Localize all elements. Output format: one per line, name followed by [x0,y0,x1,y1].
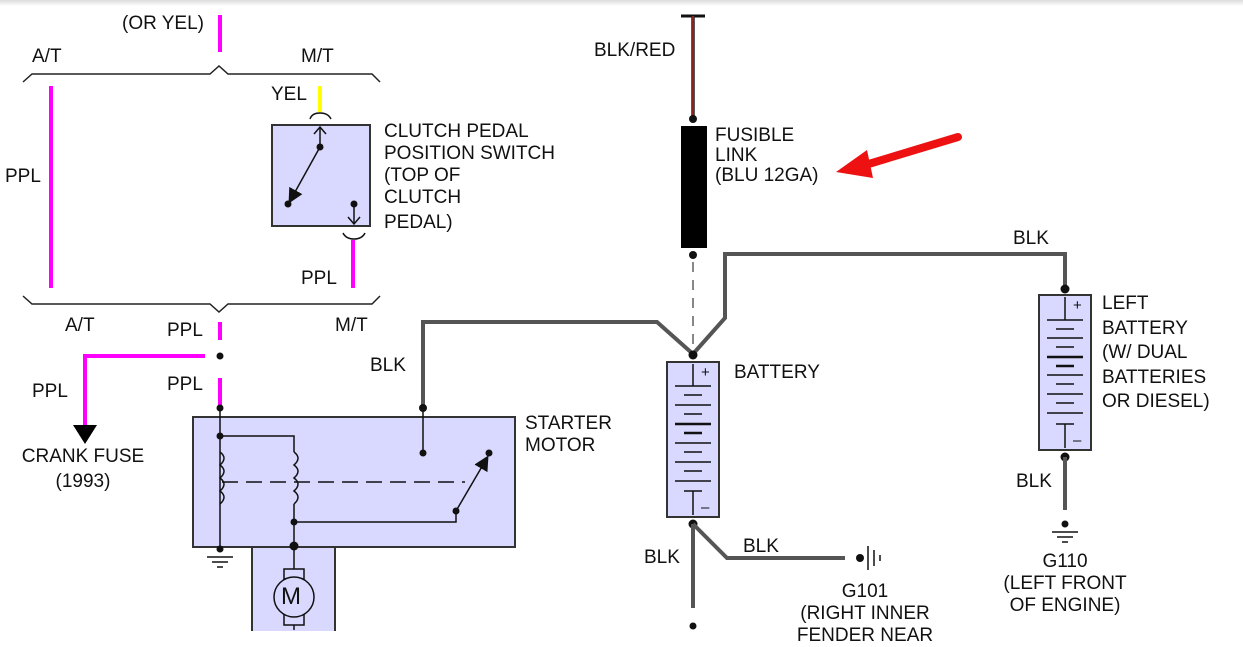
clutch-switch-line: POSITION SWITCH [384,143,555,164]
g101-label: G101 (RIGHT INNER FENDER NEAR [780,581,950,647]
starter-motor-label: STARTER MOTOR [525,413,612,457]
left-battery-line: LEFT [1102,293,1149,314]
label-blk-g101: BLK [743,536,779,557]
crank-fuse-arrow [73,425,97,444]
wire-blk-g101 [691,522,845,560]
label-ppl-splice-bottom: PPL [167,374,203,395]
clutch-switch-line: CLUTCH [384,187,462,208]
g110-line: (LEFT FRONT [1003,573,1127,594]
label-ppl-splice-top: PPL [167,320,203,341]
label-blk-starter: BLK [370,355,406,376]
label-ppl-crank: PPL [32,381,68,402]
annotation-arrow [858,133,962,170]
g110-ground-icon [1052,520,1078,543]
motor-symbol [273,576,315,618]
g101-line: (RIGHT INNER [800,603,930,624]
clutch-switch-box [271,124,371,227]
clutch-switch-line: CLUTCH PEDAL [384,121,529,142]
left-battery-label: LEFT BATTERY (W/ DUAL BATTERIES OR DIESE… [1102,292,1210,415]
label-blk-red: BLK/RED [594,40,676,61]
label-blk-battery-neg: BLK [644,547,680,568]
fusible-link [681,126,707,248]
wire-blk-starter [421,320,695,408]
crank-fuse-line: CRANK FUSE [21,446,145,467]
starter-motor-line: STARTER [525,413,612,434]
motor-symbol-label: M [281,583,301,610]
fusible-link-line: LINK [715,145,758,166]
left-battery-line: BATTERY [1102,317,1188,339]
g110-line: G110 [1042,551,1088,572]
wire-ppl-crank [83,354,205,425]
left-battery-plus-sign: + [1073,297,1082,314]
schematic-canvas [22,14,1092,631]
brace-top [22,64,381,83]
brace-bottom [22,295,381,314]
left-battery-line: (W/ DUAL [1102,342,1188,363]
label-blk-top-right: BLK [1013,228,1049,249]
label-mt-bottom: M/T [335,315,368,336]
battery-minus-sign: – [701,499,710,516]
crank-fuse-label: CRANK FUSE (1993) [16,446,150,493]
battery-plus-sign: + [701,364,710,381]
battery-symbol [666,361,720,518]
g101-line: G101 [841,581,889,602]
splice-dot [216,352,224,360]
left-battery-symbol [1038,294,1092,451]
label-or-yel: (OR YEL) [122,13,205,34]
label-ppl-switch: PPL [301,268,337,289]
fusible-link-line: (BLU 12GA) [715,165,819,186]
g101-line: FENDER NEAR [796,625,934,646]
coil-1 [218,451,225,505]
fusible-link-label: FUSIBLE LINK (BLU 12GA) [715,125,818,187]
left-battery-line: OR DIESEL) [1102,391,1210,412]
coil-2 [292,451,299,505]
wire-blk-left-battery [691,252,1067,356]
label-ppl-left: PPL [5,166,41,187]
g110-label: G110 (LEFT FRONT OF ENGINE) [985,551,1145,617]
left-battery-line: BATTERIES [1102,366,1207,388]
left-battery-minus-sign: – [1073,432,1082,449]
window-top-edge [0,0,1243,6]
label-at-bottom: A/T [65,315,95,336]
switch-arm [288,146,321,204]
clutch-switch-label: CLUTCH PEDAL POSITION SWITCH (TOP OF CLU… [384,121,555,234]
connector-yel [309,112,332,120]
fusible-link-line: FUSIBLE [715,125,795,146]
crank-fuse-line: (1993) [55,471,111,492]
battery-label: BATTERY [734,362,820,383]
g110-line: OF ENGINE) [1009,595,1121,616]
clutch-switch-line: (TOP OF [384,165,461,186]
label-mt-top: M/T [301,46,334,67]
starter-motor-line: MOTOR [525,435,596,456]
connector-ppl [342,232,366,240]
g101-ground-icon [856,546,881,570]
solenoid-contact [455,455,489,512]
label-blk-left-battery-neg: BLK [1016,471,1052,492]
label-at-top: A/T [32,46,62,67]
clutch-switch-line: PEDAL) [384,212,453,233]
label-yel: YEL [271,84,307,105]
